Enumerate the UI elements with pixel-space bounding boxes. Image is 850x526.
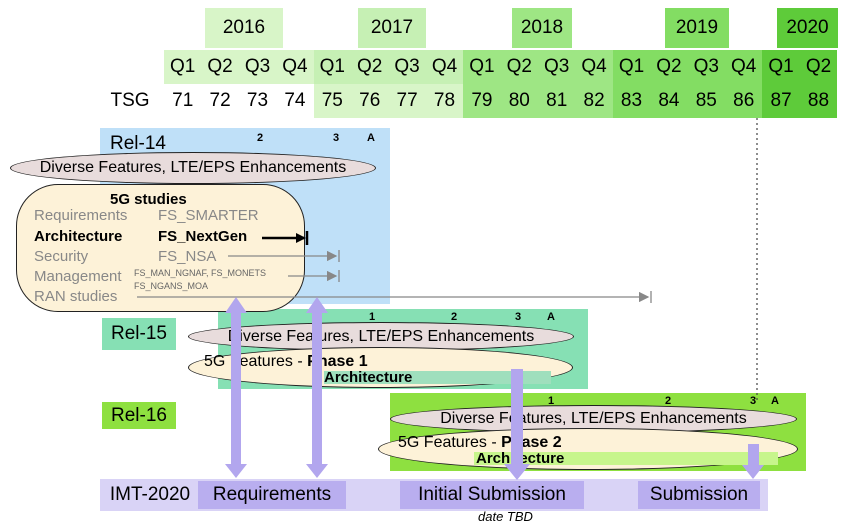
tsg-number-cell: 80 <box>500 84 538 118</box>
quarter-cell: Q2 <box>351 50 389 84</box>
quarter-cell: Q3 <box>238 50 277 84</box>
imt2020-label: IMT-2020 <box>109 484 191 505</box>
imt-date-note: date TBD <box>478 509 533 524</box>
rel14-mark-2: 2 <box>257 132 264 144</box>
study-fs-man-monets: FS_MAN_NGNAF, FS_MONETS <box>134 268 267 278</box>
tsg-number-cell: 81 <box>538 84 576 118</box>
rel15-label: Rel-15 <box>102 318 176 350</box>
study-security: Security <box>34 248 89 265</box>
quarter-cell: Q2 <box>500 50 538 84</box>
tsg-number-cell: 86 <box>725 84 763 118</box>
rel16-mark-1: 1 <box>548 395 555 407</box>
quarter-cell: Q1 <box>612 50 651 84</box>
tsg-number-cell: 74 <box>276 84 314 118</box>
rel16-architecture-bar <box>474 452 778 465</box>
year-2018: 2018 <box>512 8 572 48</box>
year-2020: 2020 <box>777 8 838 48</box>
quarter-cell: Q1 <box>762 50 800 84</box>
tsg-number-cell: 75 <box>313 84 351 118</box>
requirements-double-arrow-2 <box>306 297 328 478</box>
tsg-number-cell: 71 <box>164 84 202 118</box>
rel15-architecture-label: Architecture <box>324 369 413 386</box>
rel16-features-prefix: 5G Features - <box>398 434 502 451</box>
tsg-number-cell: 77 <box>388 84 426 118</box>
tsg-number-cell: 85 <box>687 84 725 118</box>
quarter-cell: Q3 <box>538 50 576 84</box>
tsg-number-cell: 87 <box>762 84 800 118</box>
rel15-features-phase: Phase 1 <box>307 353 368 370</box>
study-ran-studies: RAN studies <box>34 288 118 305</box>
requirements-double-arrow-1 <box>225 297 247 478</box>
quarter-cell: Q4 <box>725 50 763 84</box>
tsg-number-cell: 88 <box>799 84 838 118</box>
study-management: Management <box>34 268 122 285</box>
rel16-mark-a: A <box>771 395 779 407</box>
study-fs-nsa: FS_NSA <box>158 248 217 265</box>
submission-arrow <box>742 444 764 479</box>
quarter-cell: Q1 <box>463 50 501 84</box>
rel15-mark-3: 3 <box>515 311 522 323</box>
rel14-label: Rel-14 <box>110 133 166 154</box>
tsg-number-cell: 79 <box>463 84 501 118</box>
tsg-number-cell: 83 <box>612 84 651 118</box>
rel16-mark-2: 2 <box>665 395 672 407</box>
quarter-cell: Q1 <box>164 50 202 84</box>
tsg-number-cell: 76 <box>351 84 389 118</box>
rel15-architecture-bar <box>324 371 551 384</box>
quarter-cell: Q3 <box>388 50 426 84</box>
5g-studies-title: 5G studies <box>110 191 187 208</box>
imt-initial-submission: Initial Submission <box>400 481 584 509</box>
rel15-features-prefix: 5G Features - <box>204 353 308 370</box>
tsg-number-cell: 73 <box>238 84 277 118</box>
rel15-mark-2: 2 <box>451 311 458 323</box>
year-2019: 2019 <box>665 8 729 48</box>
quarter-cell: Q4 <box>425 50 464 84</box>
imt-submission: Submission <box>638 481 760 509</box>
initial-submission-arrow <box>504 369 530 480</box>
quarter-cell: Q4 <box>575 50 613 84</box>
quarter-cell: Q4 <box>276 50 314 84</box>
rel15-mark-1: 1 <box>369 311 376 323</box>
tsg-label: TSG <box>110 90 150 111</box>
year-2017: 2017 <box>358 8 426 48</box>
imt-requirements: Requirements <box>198 481 346 509</box>
year-2016: 2016 <box>205 8 283 48</box>
tsg-number-cell: 82 <box>575 84 613 118</box>
quarter-cell: Q1 <box>313 50 351 84</box>
study-architecture: Architecture <box>34 228 123 245</box>
fs-nextgen-arrowhead <box>296 233 306 243</box>
quarter-cell: Q2 <box>201 50 239 84</box>
study-requirements: Requirements <box>34 207 128 224</box>
quarter-cell: Q3 <box>687 50 725 84</box>
5g-studies-bubble <box>16 184 305 312</box>
rel14-mark-a: A <box>367 132 375 144</box>
rel14-diverse-features: Diverse Features, LTE/EPS Enhancements <box>10 152 376 184</box>
rel15-mark-a: A <box>547 311 555 323</box>
rel16-mark-3: 3 <box>750 395 757 407</box>
study-fs-nextgen: FS_NextGen <box>158 228 248 245</box>
quarter-cell: Q2 <box>799 50 838 84</box>
rel15-features-label: 5G Features - Phase 1 <box>204 353 368 371</box>
study-fs-ngans-moa: FS_NGANS_MOA <box>134 281 209 291</box>
rel14-mark-3: 3 <box>333 132 340 144</box>
quarter-cell: Q2 <box>650 50 688 84</box>
study-fs-smarter: FS_SMARTER <box>158 207 259 224</box>
tsg-number-cell: 72 <box>201 84 239 118</box>
tsg-number-cell: 78 <box>425 84 464 118</box>
rel16-label: Rel-16 <box>102 402 176 429</box>
tsg-number-cell: 84 <box>650 84 688 118</box>
